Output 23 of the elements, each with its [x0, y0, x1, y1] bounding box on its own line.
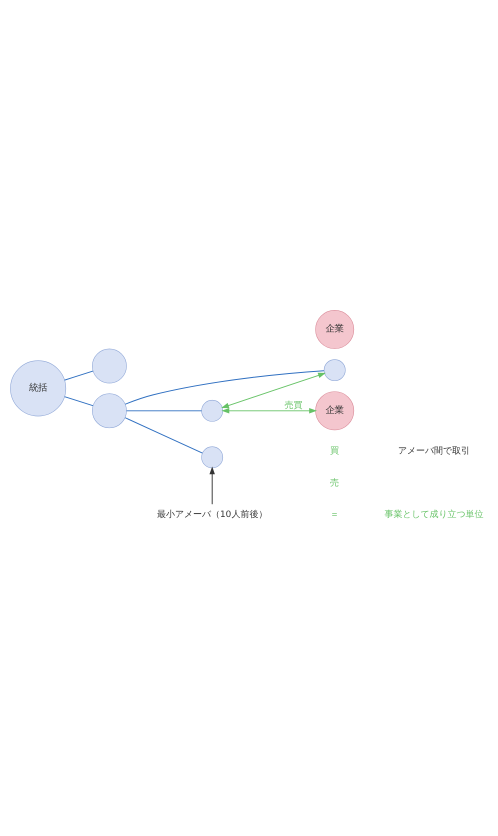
connector: [64, 396, 94, 406]
node-circle: [201, 400, 224, 422]
connector: [126, 410, 202, 412]
arrow: [209, 466, 215, 505]
node-circle: 企業: [315, 310, 354, 349]
connector: [64, 370, 94, 381]
arrow: [221, 372, 326, 408]
connector: [124, 370, 324, 405]
label: 買: [330, 446, 340, 456]
arrow: [221, 408, 317, 414]
node-circle: 企業: [315, 391, 354, 430]
node-circle: [324, 359, 346, 382]
node-circle: [92, 393, 127, 428]
label: 事業として成り立つ単位: [384, 510, 484, 520]
node-circle: [92, 348, 127, 384]
label: アメーバ間で取引: [398, 446, 470, 456]
node-circle: 統括: [10, 360, 66, 416]
edge-label: 売買: [284, 400, 302, 411]
label: ＝: [330, 510, 340, 520]
label: 売: [330, 478, 340, 488]
connector: [124, 417, 203, 454]
node-circle: [201, 446, 224, 468]
node-text: 最小アメーバ（10人前後）: [157, 510, 268, 520]
